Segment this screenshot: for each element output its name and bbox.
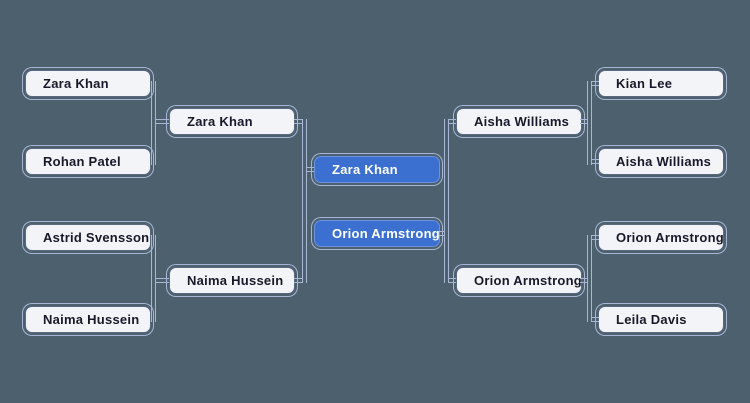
- connector-right-sf-top-out: [580, 119, 588, 124]
- player-name: Aisha Williams: [616, 154, 712, 169]
- connector-right-sf-bottom-in: [448, 278, 456, 283]
- node-right-qf-3[interactable]: Orion Armstrong: [598, 224, 724, 251]
- connector-left-sf-top-out: [294, 119, 303, 124]
- connector-left-sf-top-in: [155, 119, 169, 124]
- player-name: Zara Khan: [187, 114, 253, 129]
- player-name: Astrid Svensson: [43, 230, 150, 245]
- node-right-sf-2[interactable]: Orion Armstrong: [456, 267, 582, 294]
- node-final-1[interactable]: Zara Khan: [314, 156, 440, 183]
- node-left-sf-1[interactable]: Zara Khan: [169, 108, 295, 135]
- player-name: Leila Davis: [616, 312, 687, 327]
- connector-left-sf-vertical: [302, 119, 307, 283]
- connector-right-qf-top-vertical: [587, 81, 592, 165]
- player-name: Aisha Williams: [474, 114, 570, 129]
- node-left-qf-3[interactable]: Astrid Svensson: [25, 224, 151, 251]
- connector-right-qf-3-stub: [591, 235, 599, 240]
- node-final-2[interactable]: Orion Armstrong: [314, 220, 440, 247]
- node-right-sf-1[interactable]: Aisha Williams: [456, 108, 582, 135]
- node-left-qf-1[interactable]: Zara Khan: [25, 70, 151, 97]
- player-name: Naima Hussein: [43, 312, 140, 327]
- connector-right-qf-2-stub: [591, 159, 599, 164]
- node-left-sf-2[interactable]: Naima Hussein: [169, 267, 295, 294]
- node-left-qf-4[interactable]: Naima Hussein: [25, 306, 151, 333]
- player-name: Orion Armstrong: [332, 226, 440, 241]
- player-name: Rohan Patel: [43, 154, 121, 169]
- player-name: Kian Lee: [616, 76, 673, 91]
- connector-final-right-out: [439, 231, 445, 236]
- connector-right-qf-4-stub: [591, 317, 599, 322]
- player-name: Orion Armstrong: [616, 230, 724, 245]
- connector-left-sf-bottom-out: [294, 278, 303, 283]
- connector-left-sf-bottom-in: [155, 278, 169, 283]
- player-name: Zara Khan: [43, 76, 109, 91]
- node-left-qf-2[interactable]: Rohan Patel: [25, 148, 151, 175]
- connector-right-qf-bottom-vertical: [587, 235, 592, 322]
- player-name: Orion Armstrong: [474, 273, 582, 288]
- player-name: Naima Hussein: [187, 273, 284, 288]
- connector-right-qf-1-stub: [591, 81, 599, 86]
- node-right-qf-2[interactable]: Aisha Williams: [598, 148, 724, 175]
- connector-final-left-in: [306, 167, 314, 172]
- connector-right-sf-vertical: [444, 119, 449, 283]
- player-name: Zara Khan: [332, 162, 398, 177]
- connector-right-sf-top-in: [448, 119, 456, 124]
- node-right-qf-1[interactable]: Kian Lee: [598, 70, 724, 97]
- connector-right-sf-bottom-out: [580, 278, 588, 283]
- node-right-qf-4[interactable]: Leila Davis: [598, 306, 724, 333]
